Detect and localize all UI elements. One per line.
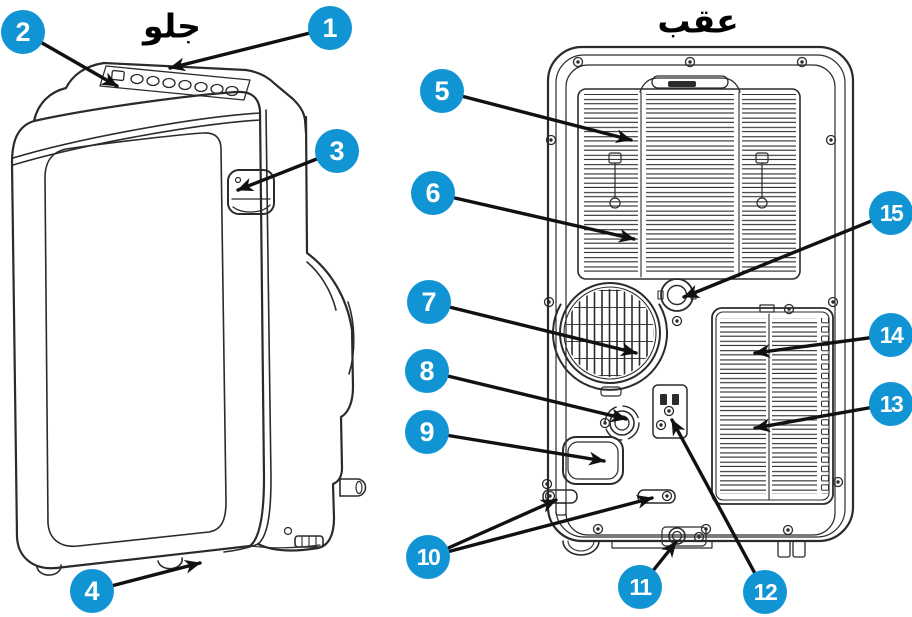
callout-arrows xyxy=(21,26,893,594)
callout-7-number: 7 xyxy=(421,286,437,317)
callout-14-number: 14 xyxy=(879,321,904,348)
drain-plug xyxy=(599,405,640,441)
air-filter-grille xyxy=(711,303,834,505)
callout-1-number: 1 xyxy=(322,12,338,43)
callout-10-number: 10 xyxy=(416,543,441,570)
back-unit-illustration xyxy=(541,45,855,558)
arrow-9 xyxy=(425,430,606,466)
front-view-label: جلو xyxy=(143,6,201,46)
callout-7: 7 xyxy=(407,280,451,324)
filter-clip-left xyxy=(608,152,622,209)
arrow-10b xyxy=(426,495,654,559)
callout-15-number: 15 xyxy=(879,199,904,226)
callout-15: 15 xyxy=(869,191,912,235)
callout-5-number: 5 xyxy=(434,75,450,106)
filter-clip-right xyxy=(755,152,769,209)
callout-1: 1 xyxy=(308,6,352,50)
arrow-5 xyxy=(440,89,633,144)
callout-13-number: 13 xyxy=(879,390,904,417)
callout-3: 3 xyxy=(315,129,359,173)
continuous-drain-outlet xyxy=(657,278,697,327)
callout-9: 9 xyxy=(405,410,449,454)
callout-4-number: 4 xyxy=(84,575,100,606)
rear-wheels xyxy=(562,540,806,558)
power-socket xyxy=(652,384,688,439)
callout-5: 5 xyxy=(420,69,464,113)
arrow-6 xyxy=(431,191,636,243)
front-unit-illustration xyxy=(10,61,367,576)
arrow-12 xyxy=(670,418,767,594)
side-face xyxy=(223,109,355,553)
back-view-label: عقب xyxy=(657,1,739,41)
cord-outlet xyxy=(562,436,624,485)
callout-11: 11 xyxy=(618,565,662,609)
callout-13: 13 xyxy=(869,382,912,426)
callout-4: 4 xyxy=(70,569,114,613)
callout-3-number: 3 xyxy=(329,135,345,166)
callout-11-number: 11 xyxy=(629,573,652,600)
arrow-13 xyxy=(753,402,893,433)
rear-handle xyxy=(639,75,741,93)
caster-wheels xyxy=(36,526,324,576)
callout-14: 14 xyxy=(869,313,912,357)
arrow-8 xyxy=(425,369,628,423)
arrow-10a xyxy=(426,498,558,559)
fan-vent xyxy=(552,282,668,397)
upper-grille xyxy=(577,88,801,280)
callout-2-number: 2 xyxy=(15,16,31,47)
side-drain-pipe xyxy=(339,478,367,497)
front-panel xyxy=(10,90,266,570)
callout-9-number: 9 xyxy=(419,416,435,447)
arrow-7 xyxy=(427,300,638,357)
callout-10: 10 xyxy=(406,535,450,579)
callout-6: 6 xyxy=(411,171,455,215)
arrow-15 xyxy=(682,211,893,299)
arrow-14 xyxy=(753,333,893,358)
control-panel xyxy=(99,65,251,101)
cord-hooks xyxy=(542,489,676,516)
callout-12: 12 xyxy=(743,570,787,614)
top-cover xyxy=(12,61,308,166)
callout-6-number: 6 xyxy=(425,177,441,208)
callout-2: 2 xyxy=(1,10,45,54)
arrow-1 xyxy=(168,26,332,72)
back-body xyxy=(546,45,855,543)
callout-8: 8 xyxy=(405,349,449,393)
callout-8-number: 8 xyxy=(419,355,435,386)
callout-12-number: 12 xyxy=(753,578,778,605)
